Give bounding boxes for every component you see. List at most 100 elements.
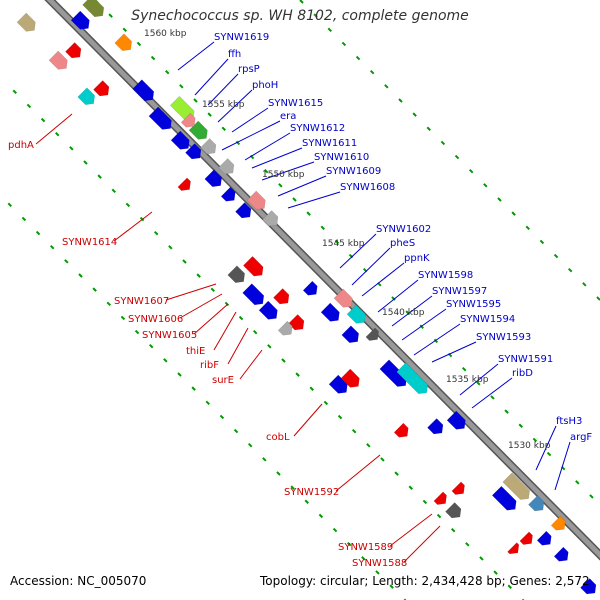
- tick-mark: [50, 245, 55, 250]
- gene-feature: [553, 546, 569, 562]
- tick-mark: [278, 183, 283, 188]
- gene-label: cobL: [266, 432, 290, 443]
- tick-mark: [196, 273, 201, 278]
- leader-line: [361, 262, 405, 297]
- gene-label: era: [280, 111, 296, 122]
- scale-label: 1550 kbp: [262, 170, 305, 180]
- gene-feature: [433, 491, 447, 505]
- gene-label: rpsP: [238, 64, 260, 75]
- accession-text: Accession: NC_005070: [10, 574, 147, 588]
- leader-line: [554, 441, 571, 491]
- gene-feature: [536, 530, 552, 546]
- tick-mark: [40, 117, 46, 123]
- leader-line: [389, 513, 433, 547]
- tick-mark: [221, 126, 226, 131]
- tick-mark: [182, 259, 187, 264]
- gene-feature: [204, 169, 222, 187]
- gene-label: SYNW1597: [432, 286, 487, 297]
- gene-label: ffh: [228, 49, 241, 60]
- tick-mark: [26, 103, 32, 109]
- tick-mark: [262, 457, 267, 462]
- genome-backbone: [44, 0, 600, 561]
- gene-feature: [446, 410, 466, 430]
- gene-feature: [220, 186, 236, 202]
- tick-mark: [276, 471, 281, 476]
- tick-mark: [35, 230, 41, 236]
- gene-label: surE: [212, 375, 234, 386]
- leader-line: [431, 341, 477, 363]
- leader-line: [339, 233, 377, 269]
- tick-mark: [518, 423, 523, 428]
- gene-feature: [340, 368, 360, 388]
- tick-mark: [177, 372, 182, 377]
- tick-mark: [461, 366, 467, 372]
- gene-label: SYNW1607: [114, 296, 169, 307]
- tick-mark: [120, 315, 126, 321]
- leader-line: [165, 283, 217, 301]
- tick-mark: [134, 329, 140, 335]
- scale-label: 1560 kbp: [144, 29, 187, 39]
- gene-label: pdhA: [8, 140, 34, 151]
- tick-mark: [440, 140, 446, 146]
- tick-mark: [408, 485, 413, 490]
- tick-mark: [219, 414, 225, 420]
- tick-mark: [97, 174, 102, 179]
- tick-mark: [238, 315, 244, 321]
- tick-mark: [507, 584, 512, 589]
- tick-mark: [493, 570, 498, 575]
- gene-feature: [16, 12, 36, 32]
- gene-feature: [65, 42, 82, 59]
- gene-feature: [70, 10, 90, 30]
- scale-label: 1535 kbp: [446, 375, 489, 385]
- gene-label: SYNW1595: [446, 299, 501, 310]
- leader-line: [277, 175, 327, 197]
- gene-label: SYNW1605: [142, 330, 197, 341]
- gene-feature: [491, 485, 517, 511]
- tick-mark: [252, 329, 258, 335]
- tick-mark: [309, 386, 314, 391]
- gene-feature: [262, 210, 279, 227]
- gene-feature: [48, 50, 68, 70]
- tick-mark: [589, 494, 594, 499]
- gene-feature: [82, 0, 105, 18]
- leader-line: [231, 107, 269, 133]
- tick-mark: [55, 132, 60, 137]
- tick-mark: [539, 239, 545, 245]
- gene-feature: [365, 327, 379, 341]
- tick-mark: [313, 13, 318, 18]
- gene-feature: [396, 362, 429, 395]
- label-leaders: [35, 41, 571, 563]
- leader-line: [227, 327, 249, 365]
- gene-label: SYNW1598: [418, 270, 473, 281]
- gene-feature: [177, 177, 191, 191]
- tick-mark: [247, 442, 253, 448]
- tick-marks: [7, 0, 600, 600]
- gene-feature: [148, 106, 172, 130]
- backbone-edge: [44, 0, 600, 561]
- tick-mark: [546, 451, 552, 457]
- gene-feature: [227, 265, 245, 283]
- gene-label: ribD: [512, 368, 533, 379]
- gene-feature: [288, 314, 305, 331]
- tick-mark: [351, 428, 357, 434]
- tick-mark: [210, 287, 215, 292]
- tick-mark: [497, 197, 502, 202]
- tick-mark: [525, 225, 530, 230]
- leader-line: [535, 425, 557, 471]
- gene-feature: [341, 325, 359, 343]
- tick-mark: [370, 70, 375, 75]
- tick-mark: [465, 542, 470, 547]
- tick-mark: [125, 202, 131, 208]
- gene-feature: [132, 79, 155, 102]
- scale-label: 1545 kbp: [322, 239, 365, 249]
- leader-line: [207, 73, 239, 106]
- tick-mark: [398, 98, 403, 103]
- gene-feature: [180, 112, 196, 128]
- tick-mark: [468, 168, 474, 174]
- tick-mark: [306, 211, 311, 216]
- gene-feature: [185, 143, 202, 160]
- tick-mark: [337, 414, 343, 420]
- gene-label: ppnK: [404, 253, 430, 264]
- tick-mark: [567, 267, 573, 273]
- tick-mark: [476, 381, 481, 386]
